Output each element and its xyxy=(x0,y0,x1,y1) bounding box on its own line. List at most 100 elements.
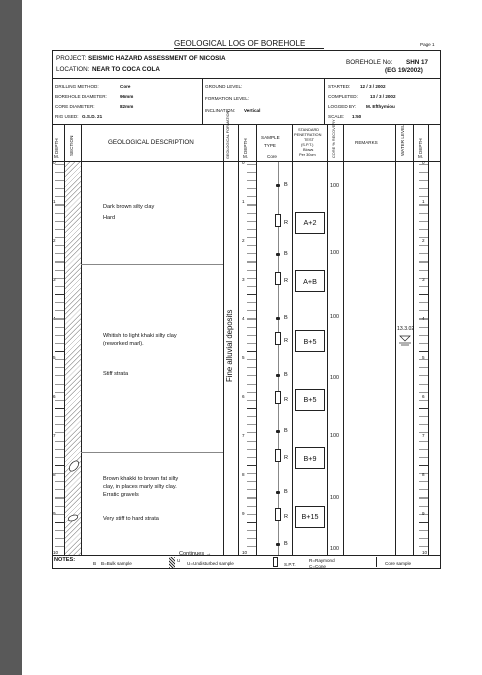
depth-label-right: 10 xyxy=(422,550,428,555)
spt-value: B+5 xyxy=(295,388,325,411)
notes-undisturbed: U=Undisturbed sample xyxy=(187,561,234,566)
depth-label-middle: 3 xyxy=(242,277,245,282)
formation-name: Fine alluvial deposits xyxy=(225,309,234,382)
header-spt-2: PENETRATION xyxy=(294,132,322,137)
page-title: GEOLOGICAL LOG OF BOREHOLE xyxy=(174,39,306,48)
depth-label-left: 3 xyxy=(53,277,56,282)
sample-dot xyxy=(276,317,280,321)
sample-type-label: B xyxy=(284,182,288,189)
logged-by-label: LOGGED BY: xyxy=(328,104,357,109)
raymond-sample-marker xyxy=(275,332,281,346)
ground-level-label: GROUND LEVEL: xyxy=(205,84,243,89)
spt-value: A+B xyxy=(295,270,325,292)
depth-label-right: 5 xyxy=(422,355,425,360)
water-level-date: 13.3.02 xyxy=(397,326,415,332)
formation-level-label: FORMATION LEVEL: xyxy=(205,96,250,101)
desc-layer3-b: clay, in places marly silty clay. xyxy=(103,484,177,490)
header-depth-unit-3: M. xyxy=(418,154,424,159)
section-hatch xyxy=(65,162,81,555)
title-underline xyxy=(174,48,324,49)
header-spt-3: TEST xyxy=(304,137,314,142)
undisturbed-sample-icon xyxy=(169,557,175,568)
raymond-sample-marker xyxy=(275,272,281,285)
depth-label-right: 9 xyxy=(422,511,425,516)
notes-core: Core sample xyxy=(385,561,412,566)
depth-label-left: 1 xyxy=(53,199,56,204)
borehole-log-sheet: GEOLOGICAL LOG OF BOREHOLE Page 1 PROJEC… xyxy=(52,36,441,596)
drilling-method: Core xyxy=(120,84,131,89)
header-depth-unit: M. xyxy=(54,154,60,159)
raymond-sample-marker xyxy=(275,507,281,521)
depth-label-middle: 9 xyxy=(242,511,245,516)
sample-dot xyxy=(276,373,280,377)
spt-value: B+9 xyxy=(295,447,325,470)
depth-label-middle: 0 xyxy=(242,160,245,165)
header-depth-3: DEPTH xyxy=(418,138,423,154)
notes-raymond: R=Raymond xyxy=(309,558,335,563)
depth-label-right: 6 xyxy=(422,394,425,399)
desc-layer2-c: Stiff strata xyxy=(103,371,129,377)
location-label: LOCATION: xyxy=(56,66,90,73)
sample-dot xyxy=(276,490,280,494)
borehole-label: BOREHOLE No: xyxy=(346,59,393,66)
sample-type-label: B xyxy=(284,371,288,378)
header-depth-2: DEPTH xyxy=(243,138,248,154)
notes-bulk-symbol: B xyxy=(93,561,97,566)
depth-label-left: 9 xyxy=(53,511,56,516)
sample-type-label: R xyxy=(284,455,289,462)
page-number: Page 1 xyxy=(420,42,435,47)
scale: 1:50 xyxy=(352,114,362,119)
borehole-number: SHN 17 xyxy=(406,59,429,66)
sample-type-label: B xyxy=(284,428,288,435)
core-recovery-value: 100 xyxy=(330,433,339,439)
core-recovery-value: 100 xyxy=(330,374,339,381)
depth-label-right: 0 xyxy=(422,160,425,165)
depth-label-left: 8 xyxy=(53,472,56,477)
desc-layer1-a: Dark brown silty clay xyxy=(103,204,155,210)
header-formation: GEOLOGICAL FORMATION xyxy=(226,110,230,159)
depth-label-right: 2 xyxy=(422,238,425,243)
sample-type-label: R xyxy=(284,396,289,403)
sample-dot xyxy=(276,430,280,434)
project-name: SEISMIC HAZARD ASSESSMENT OF NICOSIA xyxy=(88,55,226,62)
core-recovery-value: 100 xyxy=(330,249,339,256)
location-name: NEAR TO COCA COLA xyxy=(92,66,160,73)
gravel-symbols xyxy=(67,460,80,522)
spt-value: B+15 xyxy=(295,505,325,528)
depth-label-middle: 2 xyxy=(242,238,245,243)
sample-type-label: B xyxy=(284,250,288,257)
header-spt-6: Per 30cm xyxy=(299,152,316,157)
depth-label-right: 8 xyxy=(422,472,425,477)
depth-label-right: 4 xyxy=(422,316,425,321)
core-recovery-value: 100 xyxy=(330,314,339,321)
notes-cone: C=Cone xyxy=(309,564,326,569)
depth-ticks-middle xyxy=(247,164,256,554)
completed-label: COMPLETED: xyxy=(328,94,358,99)
depth-label-middle: 4 xyxy=(242,316,245,321)
desc-layer3-a: Brown khakki to brown fat silty xyxy=(103,476,179,482)
header-depth: DEPTH xyxy=(54,138,59,154)
spt-value: B+5 xyxy=(295,330,325,353)
core-recovery-value: 100 xyxy=(330,183,339,190)
depth-label-left: 10 xyxy=(53,550,59,555)
sample-type-label: R xyxy=(284,338,289,345)
notes-label: NOTES: xyxy=(54,557,76,563)
depth-label-middle: 10 xyxy=(242,550,248,555)
header-sample-3: Core xyxy=(267,154,277,159)
depth-label-right: 3 xyxy=(422,277,425,282)
depth-label-middle: 8 xyxy=(242,472,245,477)
started: 12 / 3 / 2002 xyxy=(360,84,386,89)
core-recovery-value: 100 xyxy=(330,495,339,502)
viewer-left-bar xyxy=(0,0,22,675)
layer-boundary-2 xyxy=(81,452,223,453)
header-water-level: WATER LEVEL xyxy=(400,124,405,156)
header-core-recovery: CORE % RECOVERY xyxy=(331,119,336,158)
scale-label: SCALE: xyxy=(328,114,345,119)
header-spt-5: Blows xyxy=(303,147,314,152)
desc-layer1-b: Hard xyxy=(103,215,116,221)
core-diameter-label: CORE DIAMETER: xyxy=(55,104,95,109)
logged-by: M. Efthymiou xyxy=(366,104,395,109)
sample-dot xyxy=(276,252,280,256)
header-sample-2: TYPE xyxy=(264,143,276,148)
sample-type-label: B xyxy=(284,488,288,495)
